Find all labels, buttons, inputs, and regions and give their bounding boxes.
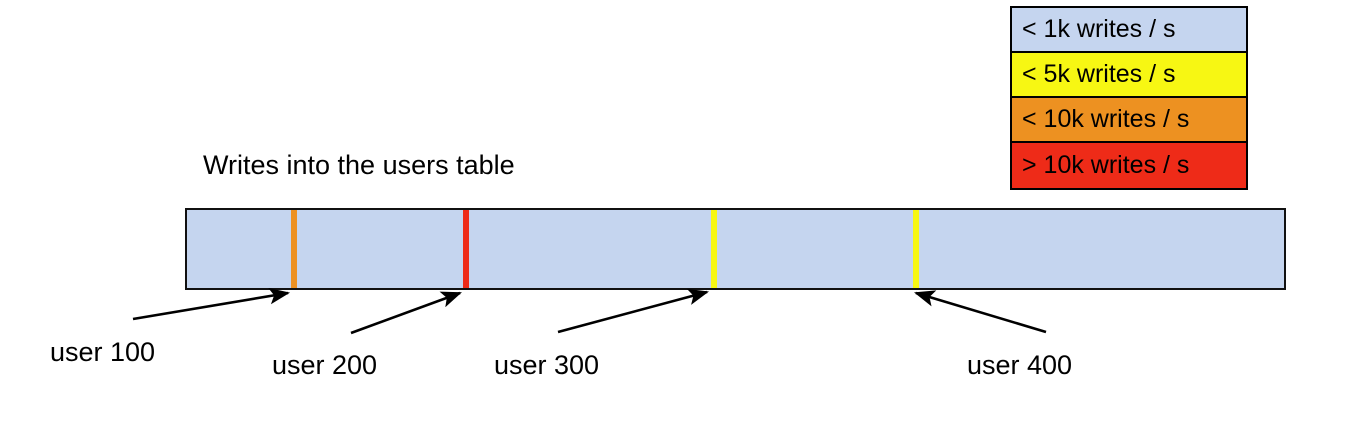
legend-item-over-10k: > 10k writes / s [1012, 143, 1246, 188]
arrow-user-100 [132, 287, 291, 321]
legend-item-label: > 10k writes / s [1022, 151, 1190, 179]
bar-marker-user-400 [913, 210, 919, 288]
callout-label-user-300: user 300 [494, 350, 600, 380]
bar-marker-user-300 [711, 210, 717, 288]
arrow-user-400 [914, 290, 1047, 334]
bar-marker-user-200 [463, 210, 469, 288]
bar-marker-user-100 [291, 210, 297, 288]
callout-label-user-400: user 400 [967, 350, 1073, 380]
callout-label-user-100: user 100 [50, 337, 156, 367]
legend: < 1k writes / s < 5k writes / s < 10k wr… [1010, 6, 1248, 190]
legend-item-under-10k: < 10k writes / s [1012, 98, 1246, 143]
arrow-user-200 [350, 291, 462, 335]
legend-item-label: < 5k writes / s [1022, 60, 1176, 88]
legend-item-label: < 1k writes / s [1022, 15, 1176, 43]
callout-label-user-200: user 200 [272, 350, 378, 380]
legend-item-under-5k: < 5k writes / s [1012, 53, 1246, 98]
arrow-user-300 [557, 288, 710, 334]
chart-title: Writes into the users table [203, 150, 515, 180]
legend-item-under-1k: < 1k writes / s [1012, 8, 1246, 53]
users-table-keyspace-bar [185, 208, 1286, 290]
legend-item-label: < 10k writes / s [1022, 105, 1190, 133]
